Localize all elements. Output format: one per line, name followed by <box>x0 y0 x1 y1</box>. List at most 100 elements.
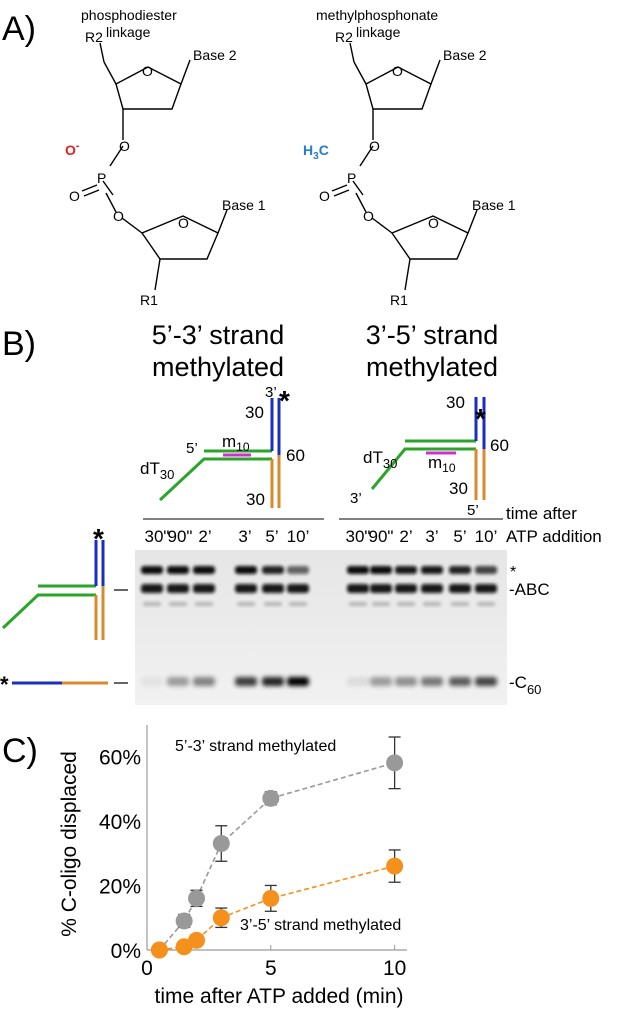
abc-band <box>347 584 369 593</box>
left-30-bottom-label: 30 <box>246 490 265 509</box>
left-3prime-label: 3’ <box>265 384 277 401</box>
upper-band <box>167 566 189 574</box>
gel-duplex-star: * <box>93 523 104 554</box>
bridge-oxygen-label: O <box>113 208 124 224</box>
gel-image <box>135 550 507 705</box>
r2-label-right: R2 <box>335 29 353 45</box>
abc-band <box>449 584 471 593</box>
r1-label: R1 <box>140 292 158 308</box>
abc-band <box>395 584 417 593</box>
upper-band <box>141 566 163 574</box>
series-line <box>158 762 395 951</box>
methylphosphonate-title-2: linkage <box>356 24 401 40</box>
x-axis-label: time after ATP added (min) <box>155 985 404 1008</box>
right-m10-label: m10 <box>428 453 456 475</box>
lane-label-left: 2’ <box>198 527 211 546</box>
gel-lane <box>193 566 215 686</box>
right-5prime-label: 5’ <box>467 502 479 519</box>
abc-band <box>167 584 189 593</box>
left-60-label: 60 <box>286 446 305 465</box>
ring-oxygen-label: O <box>142 63 153 79</box>
faint-band <box>143 602 161 606</box>
methylphosphonate-structure <box>331 42 478 291</box>
data-point <box>212 835 230 852</box>
right-condition-title-1: 3’-5’ strand <box>366 320 499 350</box>
right-condition-title-2: methylated <box>366 352 498 382</box>
data-point <box>150 941 168 959</box>
left-condition-title-2: methylated <box>152 352 284 382</box>
abc-band <box>235 584 257 593</box>
x-tick-label: 10 <box>383 957 406 980</box>
faint-band <box>397 602 415 606</box>
base2-label-right: Base 2 <box>443 47 487 63</box>
right-30-bottom-label: 30 <box>449 479 468 498</box>
data-point <box>175 912 193 930</box>
abc-band <box>370 584 392 593</box>
data-point <box>262 789 280 807</box>
left-condition-title-1: 5’-3’ strand <box>152 320 285 350</box>
panel-b-letter: B) <box>2 325 36 363</box>
lane-label-left: 10’ <box>287 527 310 546</box>
band-abc-label: -ABC <box>509 580 550 599</box>
data-point <box>386 857 404 875</box>
gel-oligo-star: * <box>0 672 9 697</box>
time-after-label: time after <box>506 504 577 523</box>
phosphoryl-oxygen-label: O <box>69 188 80 204</box>
lane-label-right: 90" <box>369 527 394 546</box>
upper-band <box>370 566 392 574</box>
atp-addition-label: ATP addition <box>506 527 602 546</box>
gel-substrate-schematic <box>1 540 128 685</box>
bridge-oxygen-label-right: O <box>363 208 374 224</box>
faint-band <box>477 602 495 606</box>
gel-lane <box>167 566 189 686</box>
methylphosphonate-labels: R2 O Base 2 O H3C P O O O Base 1 R1 <box>303 29 516 308</box>
series-label: 3’-5’ strand methylated <box>240 917 401 934</box>
ring-oxygen-label-2-right: O <box>428 215 439 231</box>
right-radiolabel-star: * <box>475 403 486 434</box>
lane-label-right: 10’ <box>475 527 498 546</box>
lane-label-right: 3’ <box>425 527 438 546</box>
abc-band <box>262 584 284 593</box>
methyl-label: H3C <box>303 142 329 162</box>
gel-lane <box>421 566 443 686</box>
gel-lane <box>262 566 284 686</box>
faint-band <box>451 602 469 606</box>
upper-band <box>193 566 215 574</box>
left-substrate-labels: 3’ * 30 5’ m10 60 dT30 30 <box>140 384 305 509</box>
c60-band <box>475 677 497 686</box>
ester-oxygen-label-right: O <box>369 138 380 154</box>
band-star-label: * <box>510 564 516 581</box>
left-substrate-diagram <box>158 398 281 508</box>
panel-c-letter: C) <box>2 732 38 770</box>
phosphodiester-title-2: linkage <box>106 24 151 40</box>
c60-band <box>287 677 309 686</box>
y-tick-label: 60% <box>99 746 141 769</box>
faint-band <box>349 602 367 606</box>
phosphorus-label: P <box>97 170 106 186</box>
lane-labels: 30"90"2’3’5’10’30"90"2’3’5’10’ <box>145 527 498 546</box>
oxygen-anion-label: O- <box>65 140 80 158</box>
c60-band <box>141 677 163 686</box>
right-dt30-label: dT30 <box>363 448 397 471</box>
base1-label: Base 1 <box>222 197 266 213</box>
right-3prime-label: 3’ <box>350 490 362 507</box>
phosphodiester-structure <box>81 42 228 291</box>
x-tick-label: 0 <box>141 957 153 980</box>
c60-band <box>449 677 471 686</box>
upper-band <box>449 566 471 574</box>
data-point <box>188 889 206 907</box>
right-30-top-label: 30 <box>446 393 465 412</box>
faint-band <box>237 602 255 606</box>
lane-label-right: 30" <box>346 527 371 546</box>
right-substrate-diagram <box>370 397 486 500</box>
lane-label-right: 2’ <box>399 527 412 546</box>
upper-band <box>347 566 369 574</box>
c60-band <box>235 677 257 686</box>
data-point <box>262 889 280 907</box>
c60-band <box>421 677 443 686</box>
lane-label-left: 30" <box>145 527 170 546</box>
c60-band <box>347 677 369 686</box>
data-point <box>386 754 404 772</box>
phosphodiester-title-1: phosphodiester <box>81 7 177 23</box>
